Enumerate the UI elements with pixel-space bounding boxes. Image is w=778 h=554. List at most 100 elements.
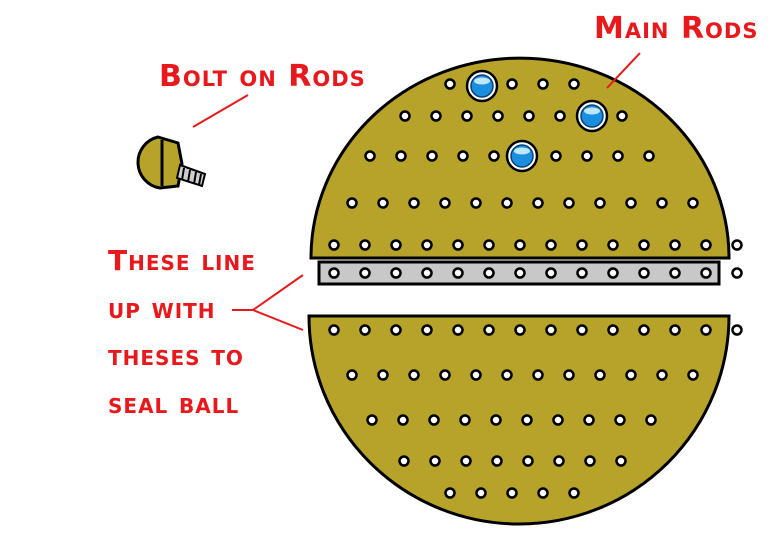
hole-icon — [452, 239, 464, 251]
hole-icon — [490, 414, 502, 426]
hole-icon — [439, 369, 451, 381]
hole-icon — [506, 487, 518, 499]
hole-icon — [581, 150, 593, 162]
hole-icon — [452, 267, 464, 279]
hole-icon — [492, 110, 504, 122]
hole-icon — [554, 110, 566, 122]
hole-icon — [669, 267, 681, 279]
rod-group — [465, 69, 609, 173]
bolt-on-rods-pointer — [192, 94, 249, 128]
hole-icon — [377, 369, 389, 381]
hole-icon — [459, 414, 471, 426]
hole-icon — [377, 197, 389, 209]
hole-icon — [439, 197, 451, 209]
hole-icon — [483, 239, 495, 251]
hole-icon — [537, 78, 549, 90]
hole-icon — [514, 324, 526, 336]
line-up-label-4: seal ball — [108, 387, 239, 420]
hole-icon — [584, 455, 596, 467]
hole-icon — [421, 267, 433, 279]
hole-icon — [616, 110, 628, 122]
hole-icon — [700, 239, 712, 251]
hole-icon — [359, 324, 371, 336]
hole-icon — [408, 197, 420, 209]
lower-hemisphere — [307, 314, 731, 526]
hole-icon — [359, 239, 371, 251]
line-up-pointer-lower — [252, 309, 304, 331]
hole-icon — [328, 324, 340, 336]
hole-icon — [346, 197, 358, 209]
hole-icon — [444, 487, 456, 499]
hole-icon — [594, 197, 606, 209]
hole-icon — [359, 267, 371, 279]
hole-icon — [421, 239, 433, 251]
hole-icon — [638, 239, 650, 251]
line-up-pointer-upper — [252, 274, 304, 311]
hole-icon — [669, 324, 681, 336]
hole-icon — [328, 267, 340, 279]
hole-icon — [397, 414, 409, 426]
hole-icon — [514, 239, 526, 251]
hole-icon — [532, 197, 544, 209]
hole-icon — [366, 414, 378, 426]
hole-icon — [501, 369, 513, 381]
hole-icon — [583, 414, 595, 426]
hole-icon — [475, 487, 487, 499]
hole-icon — [645, 414, 657, 426]
hole-icon — [545, 239, 557, 251]
hole-icon — [514, 267, 526, 279]
hole-icon — [563, 197, 575, 209]
hole-icon — [491, 455, 503, 467]
hole-icon — [506, 78, 518, 90]
hole-icon — [656, 369, 668, 381]
hole-icon — [537, 487, 549, 499]
hole-icon — [625, 197, 637, 209]
hole-icon — [614, 414, 626, 426]
hole-icon — [501, 197, 513, 209]
hole-icon — [483, 324, 495, 336]
hole-icon — [568, 487, 580, 499]
hole-icon — [700, 324, 712, 336]
hole-icon — [638, 267, 650, 279]
hole-icon — [731, 239, 743, 251]
hole-icon — [460, 455, 472, 467]
main-rods-label: Main Rods — [594, 11, 758, 46]
hole-icon — [452, 324, 464, 336]
hole-icon — [399, 110, 411, 122]
hole-icon — [523, 110, 535, 122]
hole-icon — [545, 267, 557, 279]
hole-icon — [532, 369, 544, 381]
hole-icon — [395, 150, 407, 162]
hole-icon — [552, 414, 564, 426]
line-up-label-3: theses to — [108, 339, 244, 372]
hole-icon — [346, 369, 358, 381]
rod-icon — [505, 139, 539, 173]
hole-icon — [731, 324, 743, 336]
hole-icon — [398, 455, 410, 467]
hole-icon — [522, 455, 534, 467]
rod-icon — [575, 99, 609, 133]
hole-icon — [421, 324, 433, 336]
hole-icon — [488, 150, 500, 162]
hole-icon — [470, 197, 482, 209]
hole-icon — [687, 197, 699, 209]
hole-icon — [576, 267, 588, 279]
hole-icon — [328, 239, 340, 251]
hole-icon — [390, 239, 402, 251]
main-rods-pointer — [606, 52, 641, 89]
line-up-label-1: These line — [108, 244, 256, 277]
hole-icon — [545, 324, 557, 336]
hole-icon — [656, 197, 668, 209]
hole-icon — [731, 267, 743, 279]
hole-icon — [625, 369, 637, 381]
hole-icon — [607, 267, 619, 279]
hole-icon — [426, 150, 438, 162]
bolt-icon — [136, 135, 207, 190]
hole-icon — [607, 239, 619, 251]
hole-icon — [700, 267, 712, 279]
hole-icon — [553, 455, 565, 467]
hole-icon — [461, 110, 473, 122]
hole-icon — [568, 78, 580, 90]
hole-icon — [576, 324, 588, 336]
